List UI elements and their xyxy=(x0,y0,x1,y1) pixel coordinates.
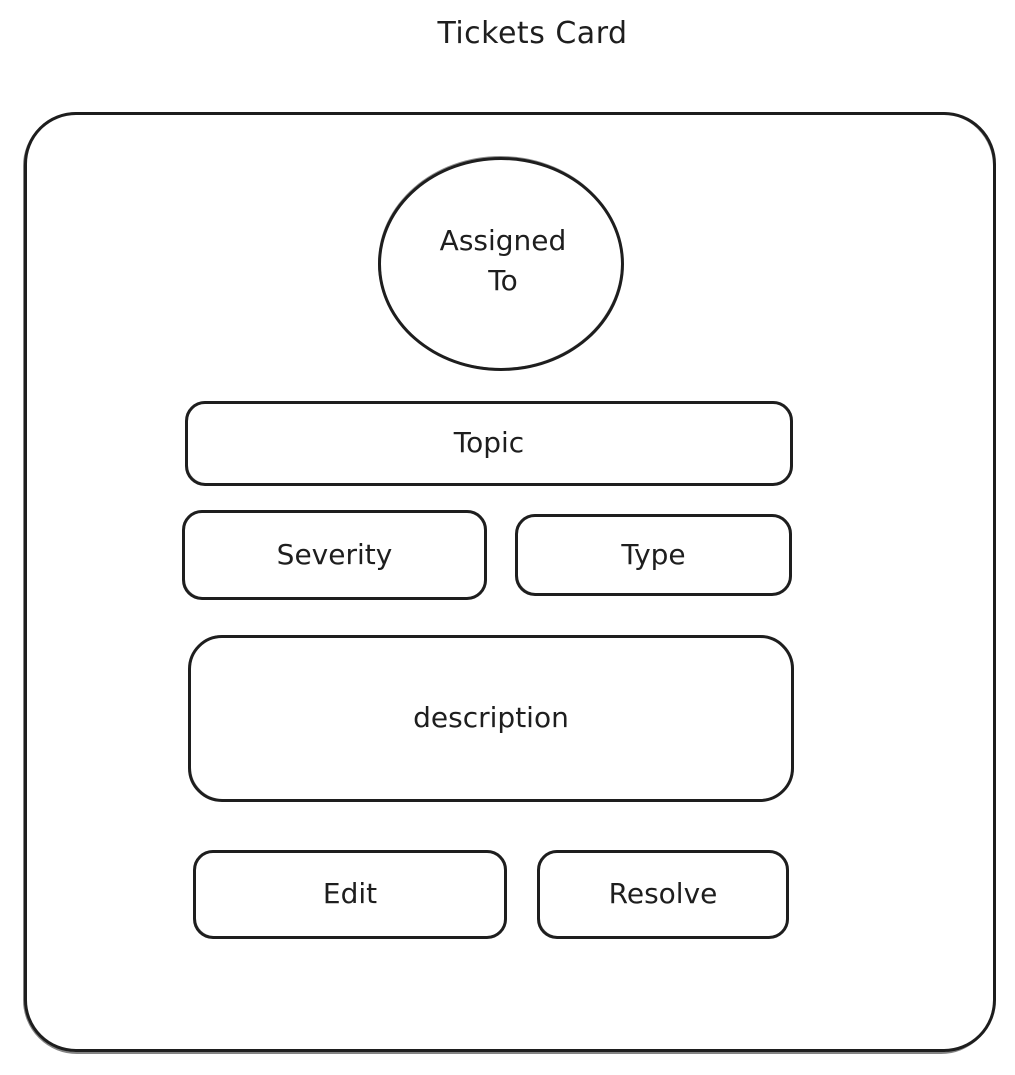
type-field[interactable]: Type xyxy=(515,514,792,596)
severity-label: Severity xyxy=(276,537,393,571)
diagram-title: Tickets Card xyxy=(437,16,628,51)
topic-label: Topic xyxy=(453,426,525,459)
description-label: description xyxy=(413,701,569,734)
edit-button-label: Edit xyxy=(322,877,378,910)
topic-field[interactable]: Topic xyxy=(185,401,793,486)
edit-button[interactable]: Edit xyxy=(193,850,507,939)
description-field[interactable]: description xyxy=(188,635,794,802)
assigned-to-avatar[interactable]: Assigned To xyxy=(378,156,624,371)
assigned-to-label: Assigned To xyxy=(439,224,567,297)
resolve-button[interactable]: Resolve xyxy=(537,850,789,939)
type-label: Type xyxy=(621,537,686,571)
severity-field[interactable]: Severity xyxy=(182,510,487,600)
resolve-button-label: Resolve xyxy=(608,877,718,910)
